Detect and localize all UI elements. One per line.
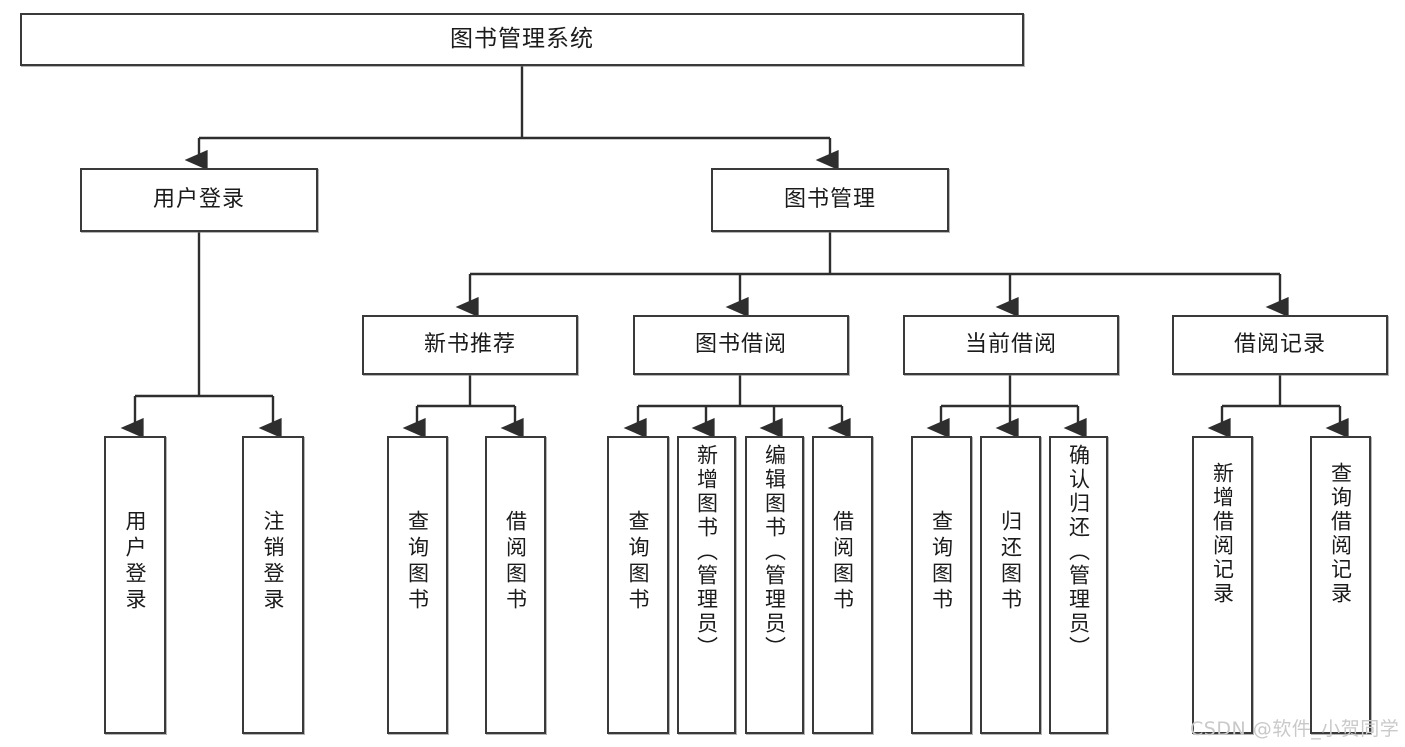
node-leaf-borrow-book-2[interactable]: 借阅图书 (812, 436, 873, 734)
node-label: 新书推荐 (423, 332, 516, 358)
node-leaf-edit-book[interactable]: 编辑图书（管理员） (745, 436, 804, 734)
node-label: 图书管理 (783, 187, 876, 213)
node-new-book-recommend[interactable]: 新书推荐 (362, 315, 578, 375)
node-leaf-user-logout[interactable]: 注销登录 (242, 436, 304, 734)
node-leaf-add-record[interactable]: 新增借阅记录 (1192, 436, 1253, 734)
node-label: 图书借阅 (694, 332, 787, 358)
node-label: 新增图书（管理员） (694, 444, 719, 660)
node-user-login[interactable]: 用户登录 (80, 168, 318, 232)
node-leaf-query-book-3[interactable]: 查询图书 (911, 436, 972, 734)
node-book-manage[interactable]: 图书管理 (711, 168, 949, 232)
node-label: 图书管理系统 (450, 25, 594, 52)
node-leaf-query-record[interactable]: 查询借阅记录 (1310, 436, 1371, 734)
node-label: 查询图书 (626, 510, 651, 614)
node-root-system[interactable]: 图书管理系统 (20, 13, 1024, 66)
node-leaf-query-book-2[interactable]: 查询图书 (607, 436, 669, 734)
node-leaf-return-book[interactable]: 归还图书 (980, 436, 1041, 734)
node-label: 查询借阅记录 (1328, 462, 1353, 606)
node-label: 注销登录 (261, 510, 286, 614)
node-label: 借阅记录 (1233, 332, 1326, 358)
node-leaf-user-login[interactable]: 用户登录 (104, 436, 166, 734)
node-leaf-confirm-return[interactable]: 确认归还（管理员） (1049, 436, 1108, 734)
node-book-borrow[interactable]: 图书借阅 (633, 315, 849, 375)
csdn-watermark: CSDN @软件_小贺同学 (1190, 714, 1399, 741)
node-leaf-add-book[interactable]: 新增图书（管理员） (677, 436, 736, 734)
node-label: 借阅图书 (830, 510, 855, 614)
node-label: 确认归还（管理员） (1066, 444, 1091, 660)
node-leaf-query-book-1[interactable]: 查询图书 (387, 436, 448, 734)
node-label: 用户登录 (152, 187, 245, 213)
node-label: 当前借阅 (964, 332, 1057, 358)
node-label: 借阅图书 (503, 510, 528, 614)
node-borrow-record[interactable]: 借阅记录 (1172, 315, 1388, 375)
node-label: 编辑图书（管理员） (762, 444, 787, 660)
node-label: 新增借阅记录 (1210, 462, 1235, 606)
node-current-borrow[interactable]: 当前借阅 (903, 315, 1119, 375)
node-leaf-borrow-book-1[interactable]: 借阅图书 (485, 436, 546, 734)
node-label: 查询图书 (929, 510, 954, 614)
node-label: 用户登录 (123, 510, 148, 614)
node-label: 归还图书 (998, 510, 1023, 614)
node-label: 查询图书 (405, 510, 430, 614)
watermark-text: CSDN @软件_小贺同学 (1190, 718, 1400, 740)
